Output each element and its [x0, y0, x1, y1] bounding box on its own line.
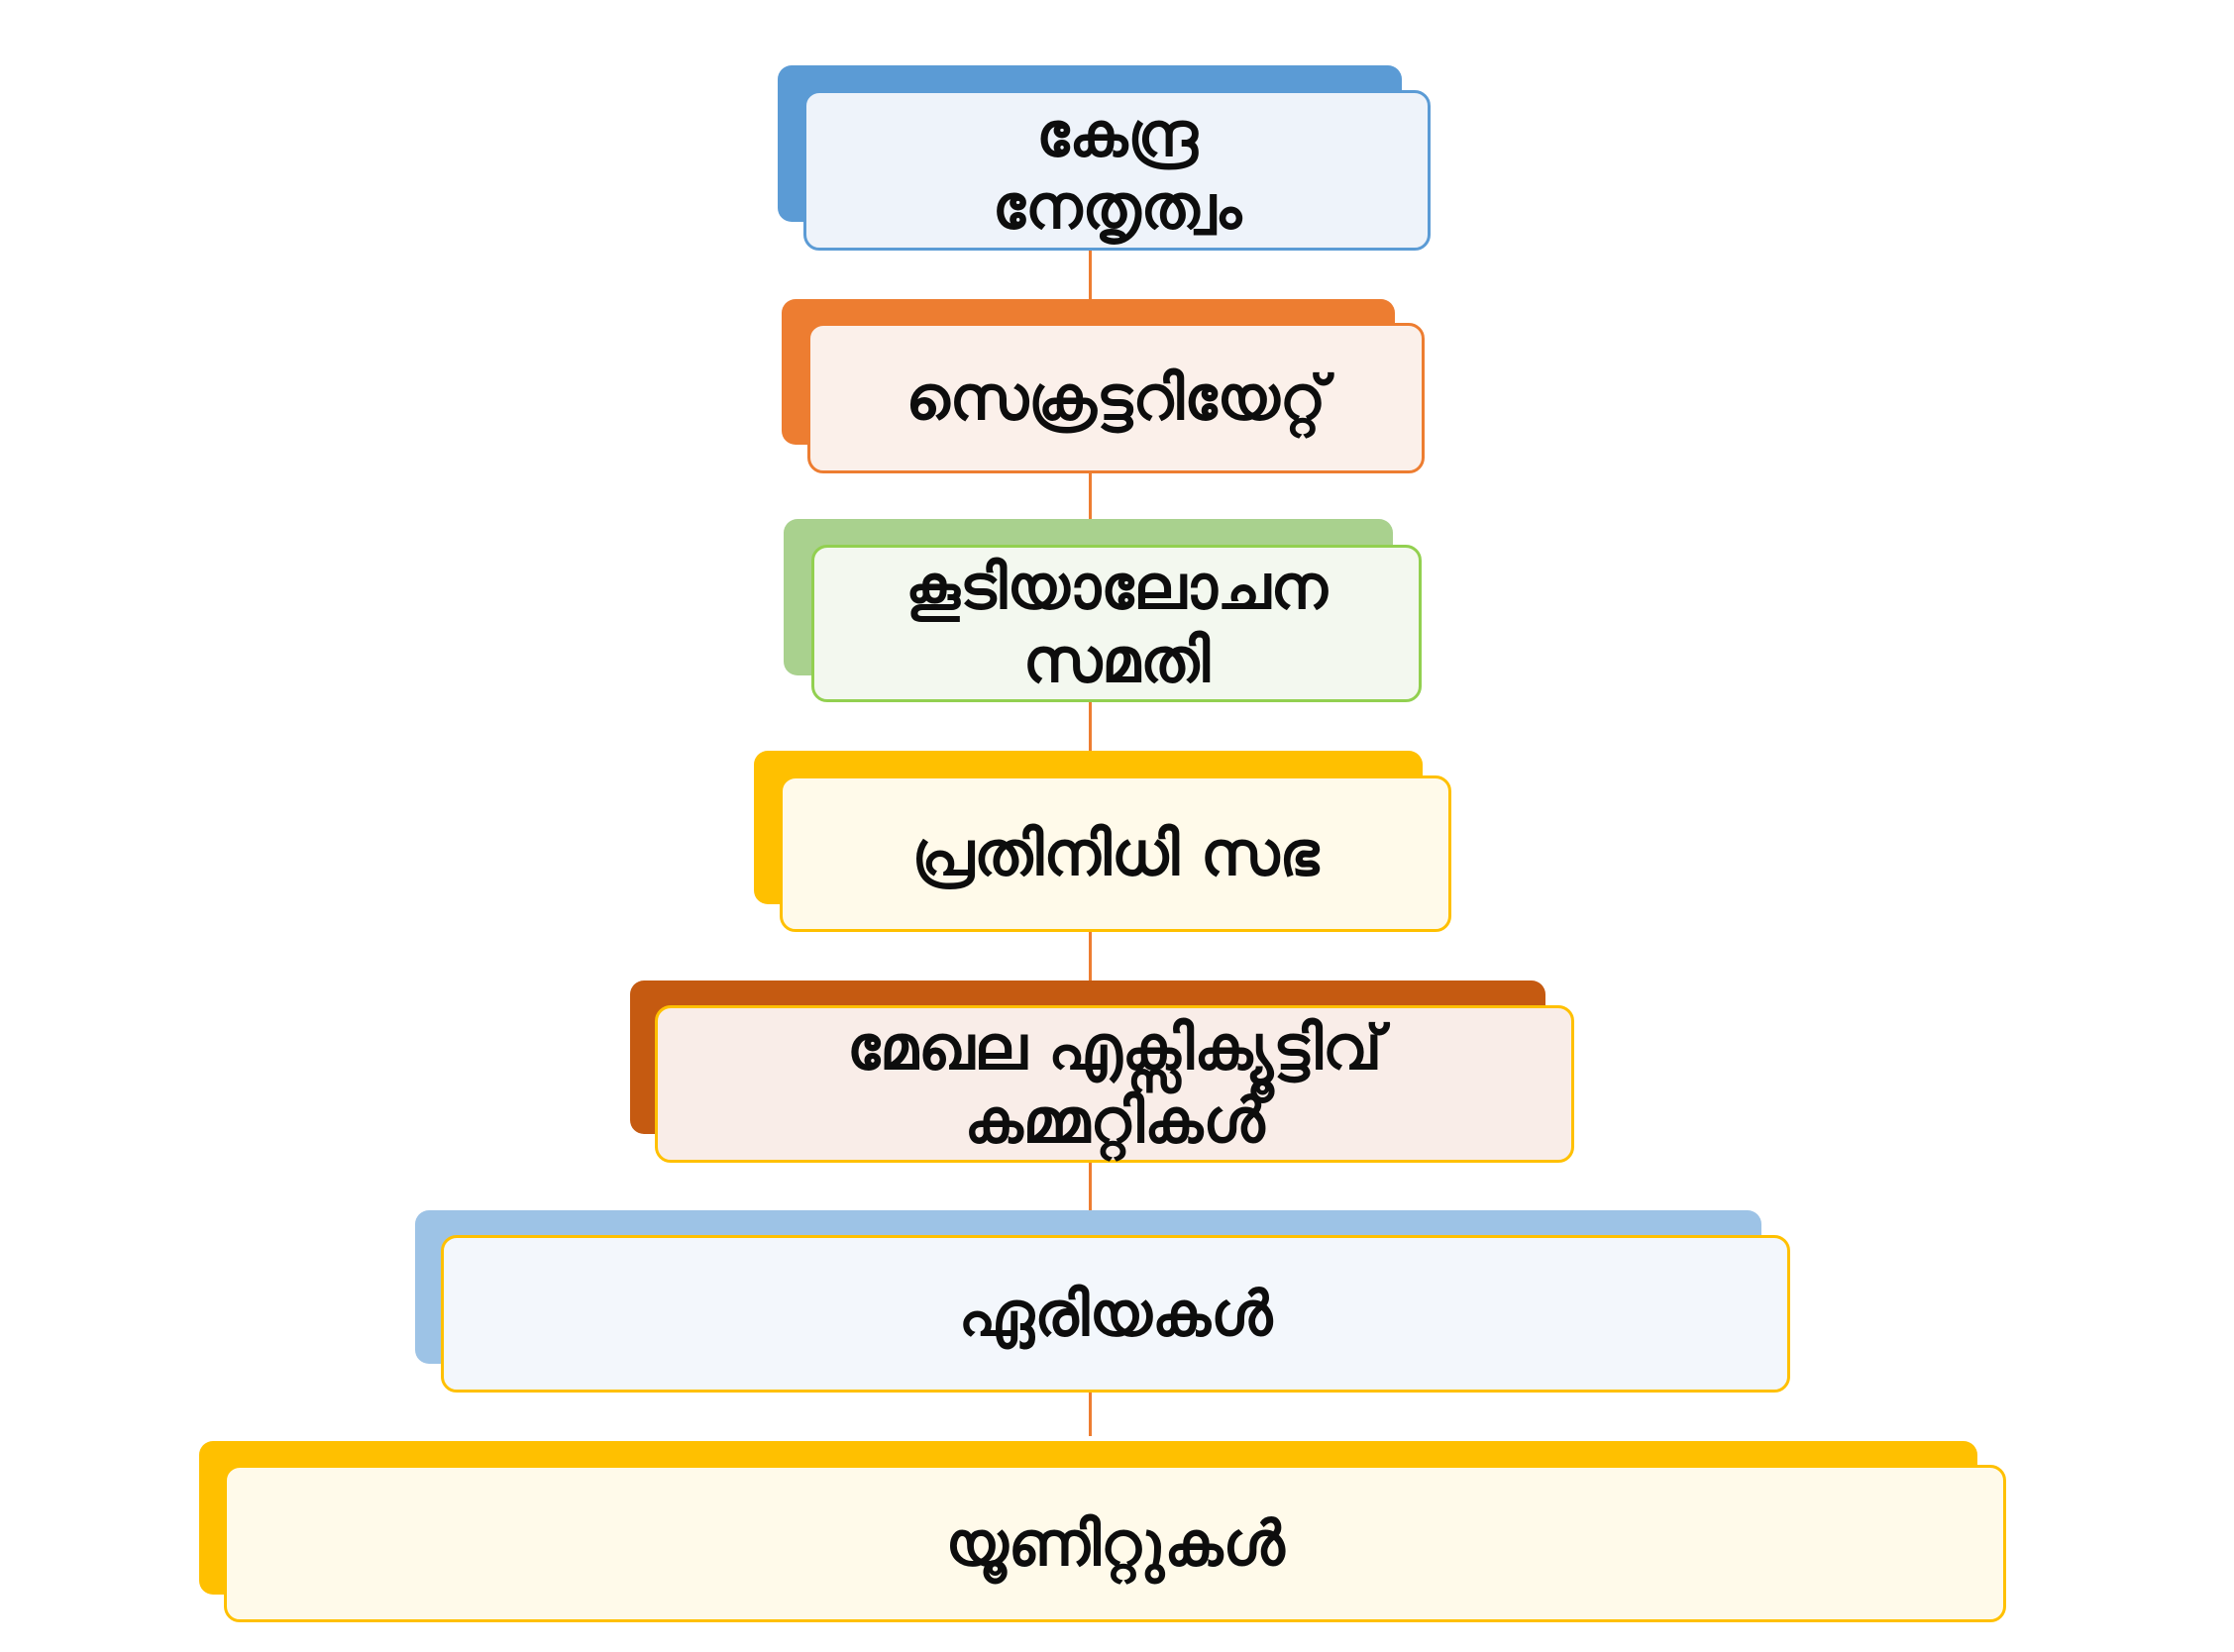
level-2-box: സെക്രട്ടറിയേറ്റ് — [807, 323, 1425, 473]
level-1-label: കേന്ദ്ര നേതൃത്വം — [992, 97, 1242, 243]
level-3-label: കൂടിയാലോചന സമതി — [905, 551, 1328, 696]
level-5-label: മേഖല എക്സിക്യൂട്ടിവ് കമ്മറ്റികൾ — [846, 1011, 1383, 1157]
level-6-box: ഏരിയകൾ — [441, 1235, 1790, 1393]
level-2-label: സെക്രട്ടറിയേറ്റ് — [905, 361, 1327, 435]
level-1-box: കേന്ദ്ര നേതൃത്വം — [803, 90, 1431, 251]
level-6-label: ഏരിയകൾ — [958, 1277, 1273, 1350]
level-5-box: മേഖല എക്സിക്യൂട്ടിവ് കമ്മറ്റികൾ — [655, 1005, 1574, 1163]
level-7-box: യൂണിറ്റുകൾ — [224, 1465, 2006, 1622]
level-4-box: പ്രതിനിധി സഭ — [780, 775, 1451, 932]
level-4-label: പ്രതിനിധി സഭ — [911, 817, 1320, 890]
level-7-label: യൂണിറ്റുകൾ — [945, 1506, 1285, 1580]
level-3-box: കൂടിയാലോചന സമതി — [811, 545, 1422, 702]
